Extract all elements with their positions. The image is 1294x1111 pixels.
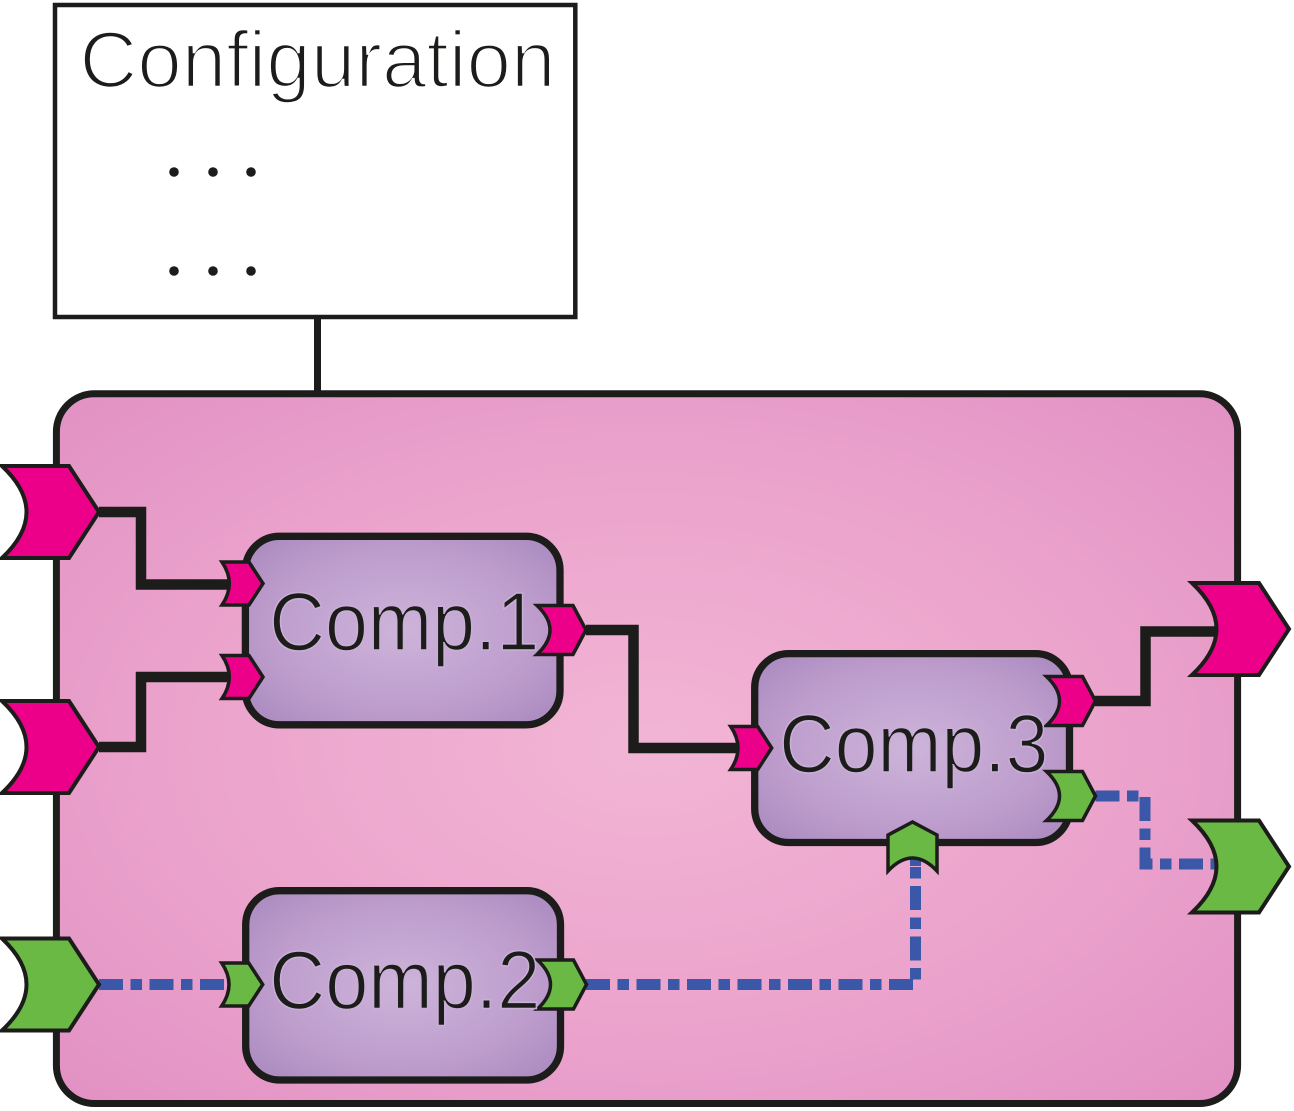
svg-text:Comp.1: Comp.1 bbox=[269, 576, 539, 668]
svg-text:Comp.2: Comp.2 bbox=[269, 934, 540, 1026]
svg-text:Comp.3: Comp.3 bbox=[779, 698, 1048, 790]
svg-text:Configuration: Configuration bbox=[80, 15, 556, 104]
